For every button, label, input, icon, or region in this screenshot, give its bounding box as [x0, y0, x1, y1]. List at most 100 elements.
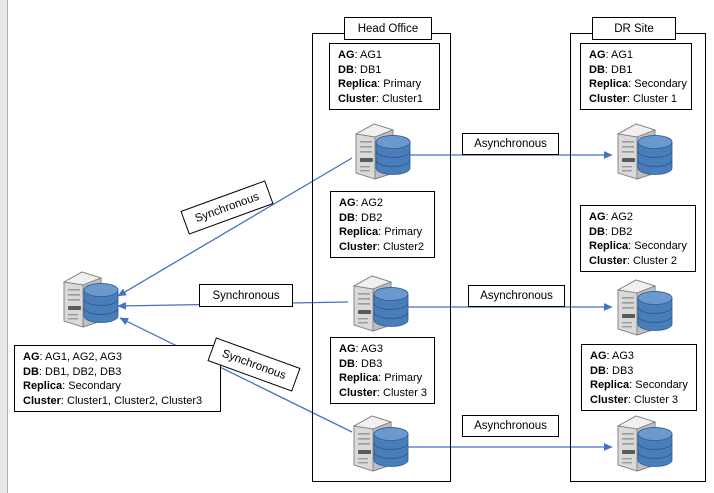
info-val-cluster: Cluster 2: [629, 254, 678, 267]
link-label-async-middle-text: Asynchronous: [480, 290, 553, 302]
info-row-db: DB: DB2: [589, 225, 633, 238]
server-node-dr-site-ag3[interactable]: [610, 412, 678, 474]
server-node-head-office-ag1[interactable]: [348, 120, 416, 182]
database-cylinder-icon: [83, 283, 119, 323]
info-row-cluster: Cluster: Cluster1, Cluster2, Cluster3: [23, 394, 203, 407]
server-node-dr-site-ag2[interactable]: [610, 276, 678, 338]
info-val-cluster: Cluster 3: [630, 393, 679, 406]
info-key-replica: Replica: [339, 226, 379, 238]
info-val-ag: AG1: [608, 49, 634, 61]
info-val-cluster: Cluster2: [379, 240, 424, 253]
info-box-dr-site-ag2: AG: AG2 DB: DB2 Replica: Secondary Clust…: [580, 205, 696, 272]
info-key-db: DB: [23, 365, 39, 378]
info-val-ag: AG3: [358, 343, 384, 355]
info-row-db: DB: DB3: [590, 364, 634, 377]
info-key-cluster: Cluster: [589, 92, 627, 105]
info-row-cluster: Cluster: Cluster 3: [590, 393, 679, 406]
info-row-replica: Replica: Secondary: [590, 379, 688, 391]
info-key-ag: AG: [589, 49, 606, 61]
info-row-db: DB: DB1: [589, 63, 633, 76]
info-key-replica: Replica: [590, 379, 630, 391]
info-key-ag: AG: [589, 211, 606, 223]
info-key-replica: Replica: [338, 78, 378, 90]
info-row-replica: Replica: Secondary: [589, 78, 687, 90]
info-key-cluster: Cluster: [23, 394, 61, 407]
info-key-replica: Replica: [23, 380, 63, 392]
info-val-cluster: Cluster 1: [629, 92, 678, 105]
link-label-async-bottom: Asynchronous: [462, 415, 559, 437]
site-title-dr-site-label: DR Site: [614, 22, 654, 35]
info-row-replica: Replica: Secondary: [23, 380, 121, 392]
info-val-db: DB3: [357, 357, 383, 370]
info-val-replica: Primary: [381, 226, 423, 238]
info-key-replica: Replica: [589, 78, 629, 90]
info-box-dr-site-ag1: AG: AG1 DB: DB1 Replica: Secondary Clust…: [580, 43, 692, 110]
info-val-db: DB2: [357, 211, 383, 224]
info-val-ag: AG1, AG2, AG3: [42, 351, 123, 363]
info-key-cluster: Cluster: [338, 92, 376, 105]
server-node-head-office-ag2[interactable]: [346, 272, 414, 334]
info-val-ag: AG2: [358, 197, 384, 209]
info-row-replica: Replica: Primary: [338, 78, 422, 90]
info-val-ag: AG3: [609, 350, 635, 362]
info-row-ag: AG: AG2: [339, 197, 384, 209]
info-row-cluster: Cluster: Cluster1: [338, 92, 423, 105]
info-key-db: DB: [590, 364, 606, 377]
info-box-head-office-ag3: AG: AG3 DB: DB3 Replica: Primary Cluster…: [330, 337, 435, 404]
info-key-db: DB: [589, 63, 605, 76]
info-val-cluster: Cluster1, Cluster2, Cluster3: [63, 394, 203, 407]
info-row-replica: Replica: Primary: [339, 372, 423, 384]
info-val-db: DB1: [607, 63, 633, 76]
info-key-cluster: Cluster: [339, 240, 377, 253]
info-row-replica: Replica: Secondary: [589, 240, 687, 252]
info-key-cluster: Cluster: [589, 254, 627, 267]
info-row-replica: Replica: Primary: [339, 226, 423, 238]
link-label-sync-middle-text: Synchronous: [212, 289, 280, 302]
info-row-db: DB: DB3: [339, 357, 383, 370]
link-label-sync-middle: Synchronous: [199, 284, 293, 307]
info-row-ag: AG: AG1, AG2, AG3: [23, 351, 123, 363]
info-row-db: DB: DB1, DB2, DB3: [23, 365, 122, 378]
info-val-replica: Secondary: [631, 78, 687, 90]
server-node-dr-site-ag1[interactable]: [610, 120, 678, 182]
info-row-ag: AG: AG2: [589, 211, 634, 223]
info-key-replica: Replica: [339, 372, 379, 384]
info-row-ag: AG: AG1: [589, 49, 634, 61]
site-title-head-office: Head Office: [344, 17, 432, 40]
info-val-replica: Primary: [380, 78, 422, 90]
server-node-head-office-ag3[interactable]: [346, 412, 414, 474]
info-val-db: DB3: [608, 364, 634, 377]
database-cylinder-icon: [373, 427, 409, 467]
info-box-dr-site-ag3: AG: AG3 DB: DB3 Replica: Secondary Clust…: [581, 344, 697, 411]
info-val-db: DB1, DB2, DB3: [41, 365, 122, 378]
info-val-db: DB1: [356, 63, 382, 76]
info-row-cluster: Cluster: Cluster2: [339, 240, 424, 253]
link-label-async-middle: Asynchronous: [468, 285, 565, 307]
info-key-ag: AG: [339, 343, 356, 355]
info-val-cluster: Cluster1: [378, 92, 423, 105]
info-val-cluster: Cluster 3: [379, 386, 428, 399]
info-val-replica: Primary: [381, 372, 423, 384]
link-label-async-top-text: Asynchronous: [474, 138, 547, 150]
info-key-cluster: Cluster: [590, 393, 628, 406]
link-label-async-bottom-text: Asynchronous: [474, 420, 547, 432]
info-row-ag: AG: AG3: [590, 350, 635, 362]
info-val-replica: Secondary: [65, 380, 121, 392]
info-box-remote-secondary: AG: AG1, AG2, AG3 DB: DB1, DB2, DB3 Repl…: [14, 345, 221, 412]
info-key-ag: AG: [339, 197, 356, 209]
info-key-db: DB: [339, 357, 355, 370]
database-cylinder-icon: [373, 287, 409, 327]
link-label-async-top: Asynchronous: [462, 133, 559, 155]
server-node-remote-secondary[interactable]: [56, 268, 124, 330]
info-key-ag: AG: [338, 49, 355, 61]
info-val-ag: AG1: [357, 49, 383, 61]
link-label-sync-bottom-text: Synchronous: [220, 347, 288, 382]
info-key-cluster: Cluster: [339, 386, 377, 399]
page-gutter: [0, 0, 8, 493]
info-row-db: DB: DB1: [338, 63, 382, 76]
info-val-replica: Secondary: [631, 240, 687, 252]
info-row-ag: AG: AG3: [339, 343, 384, 355]
info-val-ag: AG2: [608, 211, 634, 223]
link-label-sync-bottom: Synchronous: [207, 337, 301, 392]
info-key-ag: AG: [590, 350, 607, 362]
